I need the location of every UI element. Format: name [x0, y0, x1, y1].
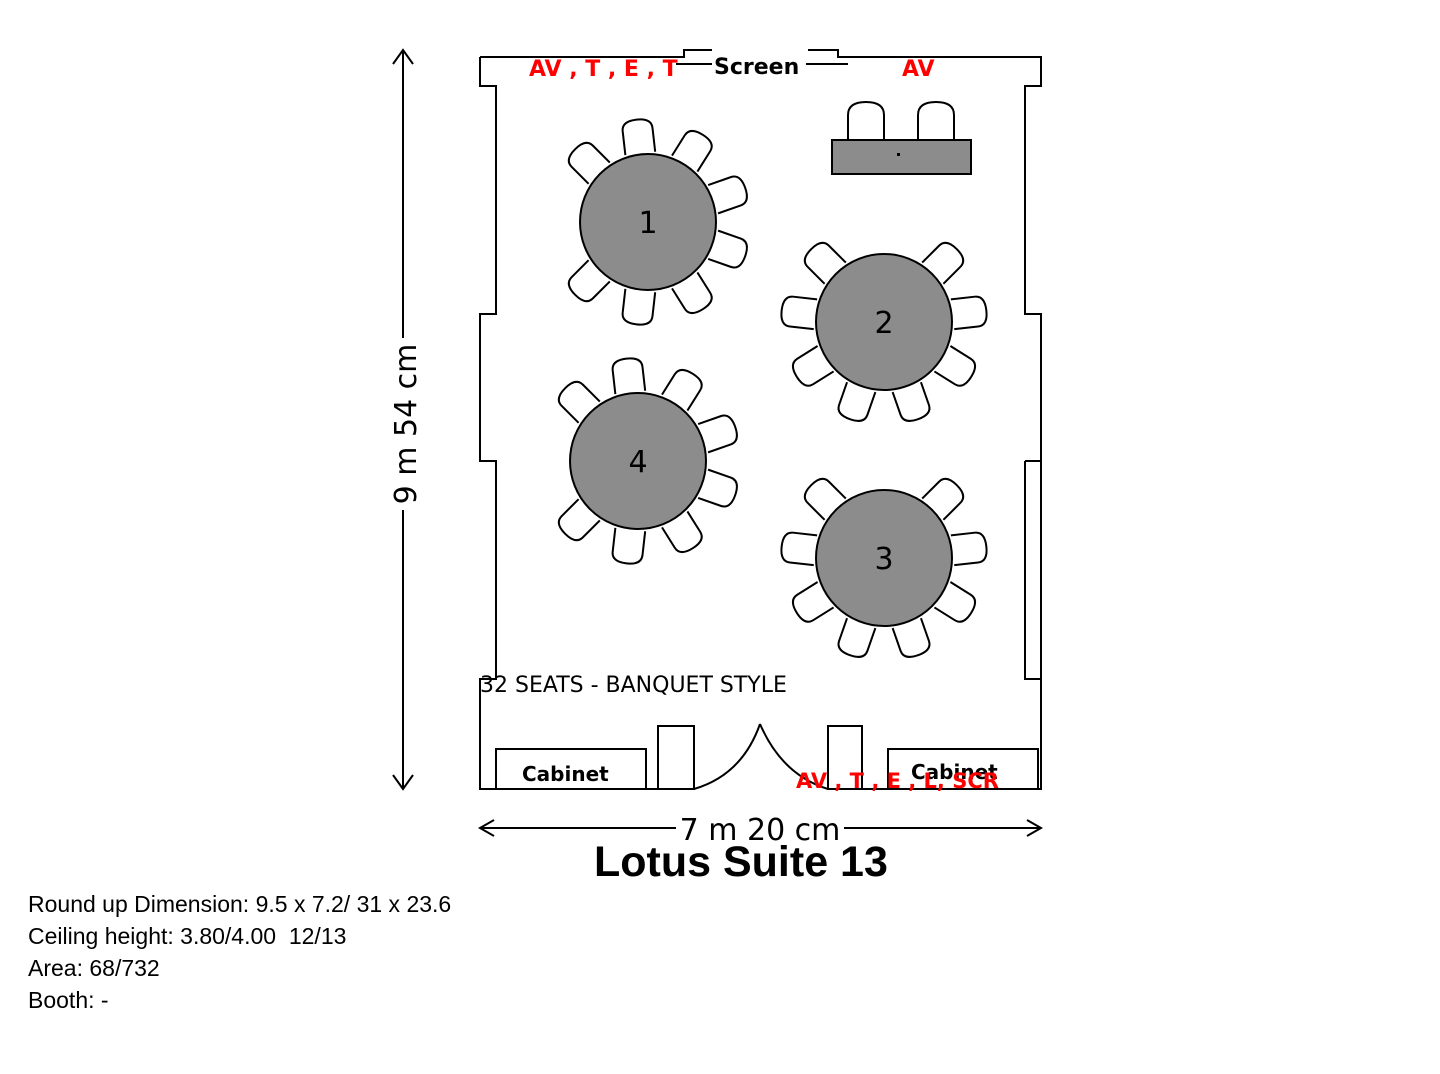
info-booth: Booth: - — [28, 987, 109, 1013]
head-table-mark — [897, 153, 900, 156]
chair — [567, 141, 611, 185]
info-dimension: Round up Dimension: 9.5 x 7.2/ 31 x 23.6 — [28, 891, 452, 917]
chair — [921, 241, 965, 285]
height-dimension-label: 9 m 54 cm — [389, 344, 424, 505]
chair — [567, 259, 611, 303]
chair — [803, 477, 847, 521]
table-top — [579, 153, 717, 291]
door-jamb-left — [657, 725, 695, 790]
chair — [891, 617, 931, 658]
info-area: Area: 68/732 — [28, 955, 160, 981]
chair — [621, 118, 657, 156]
table-top — [815, 489, 953, 627]
round-table-3: 3 — [780, 477, 988, 658]
av-label-left: AV , T , E , T — [529, 57, 678, 82]
head-table-top — [831, 139, 972, 175]
chair — [791, 345, 835, 387]
chair — [933, 345, 977, 387]
av-label-right: AV — [902, 57, 935, 82]
head-table — [831, 100, 972, 175]
table-number: 3 — [874, 542, 893, 577]
cabinet-left — [495, 748, 647, 790]
room-info: Round up Dimension: 9.5 x 7.2/ 31 x 23.6… — [28, 888, 451, 1016]
tables-layer: 1 2 3 4 — [557, 118, 988, 658]
chair — [707, 175, 748, 215]
width-dimension-label: 7 m 20 cm — [680, 813, 841, 848]
round-table-1: 1 — [567, 118, 748, 326]
door-jamb-right — [827, 725, 863, 790]
chair — [671, 271, 713, 315]
chair — [557, 498, 601, 542]
height-dimension-arrow — [392, 48, 414, 791]
width-dimension-arrow — [477, 819, 1044, 837]
chair — [837, 617, 877, 658]
chair — [661, 368, 703, 412]
cabinet-right — [887, 748, 1039, 790]
chair — [803, 241, 847, 285]
chair — [557, 380, 601, 424]
table-number: 4 — [628, 445, 647, 480]
cabinet-right-label: Cabinet — [911, 760, 998, 784]
chair — [671, 129, 713, 173]
chair — [661, 510, 703, 554]
room-title: Lotus Suite 13 — [594, 838, 888, 886]
table-number: 2 — [874, 306, 893, 341]
chair — [791, 581, 835, 623]
seating-note: 32 SEATS - BANQUET STYLE — [480, 673, 787, 698]
door-swing-right — [759, 723, 829, 790]
chair — [950, 295, 988, 331]
chair — [950, 531, 988, 567]
chair — [780, 531, 818, 567]
av-label-bottom: AV , T , E , L, SCR — [796, 769, 999, 793]
table-top — [569, 392, 707, 530]
door-swing-left — [693, 723, 761, 790]
round-table-2: 2 — [780, 241, 988, 422]
table-number: 1 — [638, 206, 657, 241]
chair — [780, 295, 818, 331]
chair — [697, 414, 738, 454]
chair — [921, 477, 965, 521]
screen-label: Screen — [714, 55, 799, 80]
chair — [707, 229, 748, 269]
chair — [847, 100, 885, 140]
chair — [611, 527, 647, 565]
round-table-4: 4 — [557, 357, 738, 565]
table-top — [815, 253, 953, 391]
chair — [917, 100, 955, 140]
chair — [891, 381, 931, 422]
chair — [697, 468, 738, 508]
cabinet-left-label: Cabinet — [522, 762, 609, 786]
chair — [837, 381, 877, 422]
info-ceiling: Ceiling height: 3.80/4.00 12/13 — [28, 923, 347, 949]
room-wall-right-notch — [1024, 86, 1041, 462]
chair — [611, 357, 647, 395]
chair — [621, 288, 657, 326]
chair — [933, 581, 977, 623]
